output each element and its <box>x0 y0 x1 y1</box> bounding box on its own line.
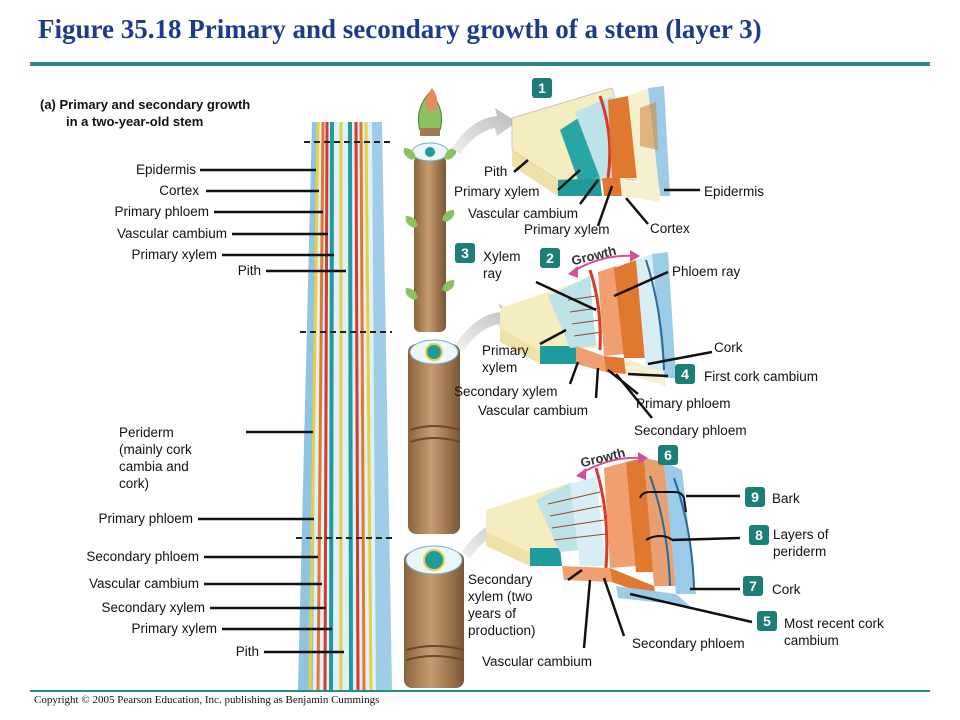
s1-label-epidermis: Epidermis <box>704 184 765 199</box>
section-3-block <box>486 458 696 606</box>
label-secondary-xylem: Secondary xylem <box>101 600 205 615</box>
leader-lines <box>198 159 753 654</box>
s3-label-secondary-phloem: Secondary phloem <box>632 636 745 651</box>
label-primary-xylem-bottom: Primary xylem <box>131 621 217 636</box>
bark-bracket <box>639 491 687 513</box>
s1-label-primary-xylem: Primary xylem <box>454 184 540 199</box>
label-pith-top: Pith <box>237 263 261 278</box>
s2-label-secondary-phloem: Secondary phloem <box>634 423 747 438</box>
label-cortex: Cortex <box>159 183 199 198</box>
stem-cross-strip <box>296 121 396 691</box>
badge-4: 4 <box>675 364 695 384</box>
footer-divider <box>30 690 930 692</box>
periderm-bracket <box>645 534 673 541</box>
label-vascular-cambium-top: Vascular cambium <box>116 226 227 241</box>
badge-3: 3 <box>455 243 475 263</box>
page-title: Figure 35.18 Primary and secondary growt… <box>38 14 762 44</box>
label-primary-xylem-top: Primary xylem <box>131 247 217 262</box>
s1-label-primary-xylem-2: Primary xylem <box>524 222 610 237</box>
badge-1: 1 <box>532 78 552 98</box>
label-epidermis: Epidermis <box>135 162 196 177</box>
badge-9: 9 <box>745 487 765 507</box>
badge-2: 2 <box>540 248 560 268</box>
label-primary-phloem-top: Primary phloem <box>114 204 209 219</box>
panel-heading: (a) Primary and secondary growth in a tw… <box>40 96 250 130</box>
badge-5: 5 <box>757 611 777 631</box>
copyright-text: Copyright © 2005 Pearson Education, Inc.… <box>34 694 380 706</box>
panel-heading-line-1: (a) Primary and secondary growth <box>40 97 251 112</box>
growth-arrow-6-head-left <box>576 468 586 480</box>
growth-arrow-6-head-right <box>638 452 648 464</box>
s2-label-phloem-ray: Phloem ray <box>672 264 741 279</box>
section-1-block <box>511 86 670 202</box>
label-pith-bottom: Pith <box>235 644 259 659</box>
badge-7: 7 <box>743 576 763 596</box>
growth-arrow-2-head-right <box>630 250 640 262</box>
s2-label-vascular-cambium: Vascular cambium <box>478 403 589 418</box>
label-primary-phloem-bottom: Primary phloem <box>98 511 193 526</box>
s3-label-most-recent-cork-cambium: Most recent cork cambium <box>784 616 884 648</box>
s2-label-cork: Cork <box>714 340 743 355</box>
stem-illustration <box>403 88 465 688</box>
s1-label-pith: Pith <box>484 164 508 179</box>
label-vascular-cambium-bottom: Vascular cambium <box>88 576 199 591</box>
label-secondary-phloem: Secondary phloem <box>86 549 199 564</box>
panel-heading-line-2: in a two-year-old stem <box>66 114 204 129</box>
title-divider <box>30 62 930 66</box>
s3-label-cork: Cork <box>772 582 801 597</box>
s3-label-bark: Bark <box>772 491 800 506</box>
badge-6: 6 <box>658 445 678 465</box>
s3-label-vascular-cambium: Vascular cambium <box>482 654 593 669</box>
s1-label-vascular-cambium: Vascular cambium <box>468 206 579 221</box>
s2-label-primary-xylem: Primary xylem <box>482 343 529 375</box>
s3-label-layers-of-periderm: Layers of periderm <box>773 527 829 559</box>
s2-label-xylem-ray: Xylem ray <box>483 249 521 281</box>
growth-arrow-2-head-left <box>568 266 578 278</box>
badge-8: 8 <box>749 525 769 545</box>
s2-label-primary-phloem: Primary phloem <box>636 396 731 411</box>
s2-label-secondary-xylem: Secondary xylem <box>454 384 558 399</box>
label-periderm: Periderm (mainly cork cambia and cork) <box>119 425 192 491</box>
s3-label-secondary-xylem: Secondary xylem (two years of production… <box>468 572 536 638</box>
s2-label-first-cork-cambium: First cork cambium <box>704 369 819 384</box>
s1-label-cortex: Cortex <box>650 221 690 236</box>
